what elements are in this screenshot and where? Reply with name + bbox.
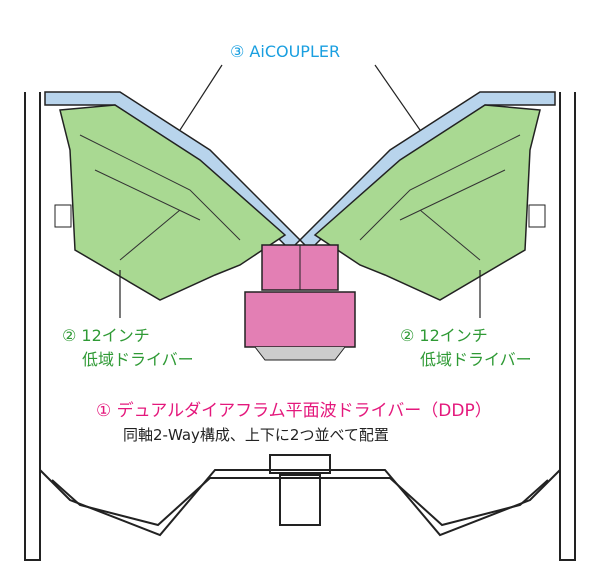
cabinet-outline <box>24 92 576 561</box>
woofer-right-label-line1: ② 12インチ <box>400 326 488 345</box>
callout-lines <box>119 64 481 318</box>
aicoupler-label: ③ AiCOUPLER <box>230 42 341 61</box>
woofer-right <box>313 104 546 301</box>
ddp-description: 同軸2-Way構成、上下に2つ並べて配置 <box>123 426 389 444</box>
woofer-right-label-line2: 低域ドライバー <box>420 350 532 369</box>
ddp-label: ① デュアルダイアフラム平面波ドライバー（DDP） <box>96 401 492 421</box>
woofer-left-label-line1: ② 12インチ <box>62 326 150 345</box>
woofer-left-label-line2: 低域ドライバー <box>82 350 194 369</box>
woofer-left <box>54 104 287 301</box>
ddp-driver <box>244 244 356 361</box>
